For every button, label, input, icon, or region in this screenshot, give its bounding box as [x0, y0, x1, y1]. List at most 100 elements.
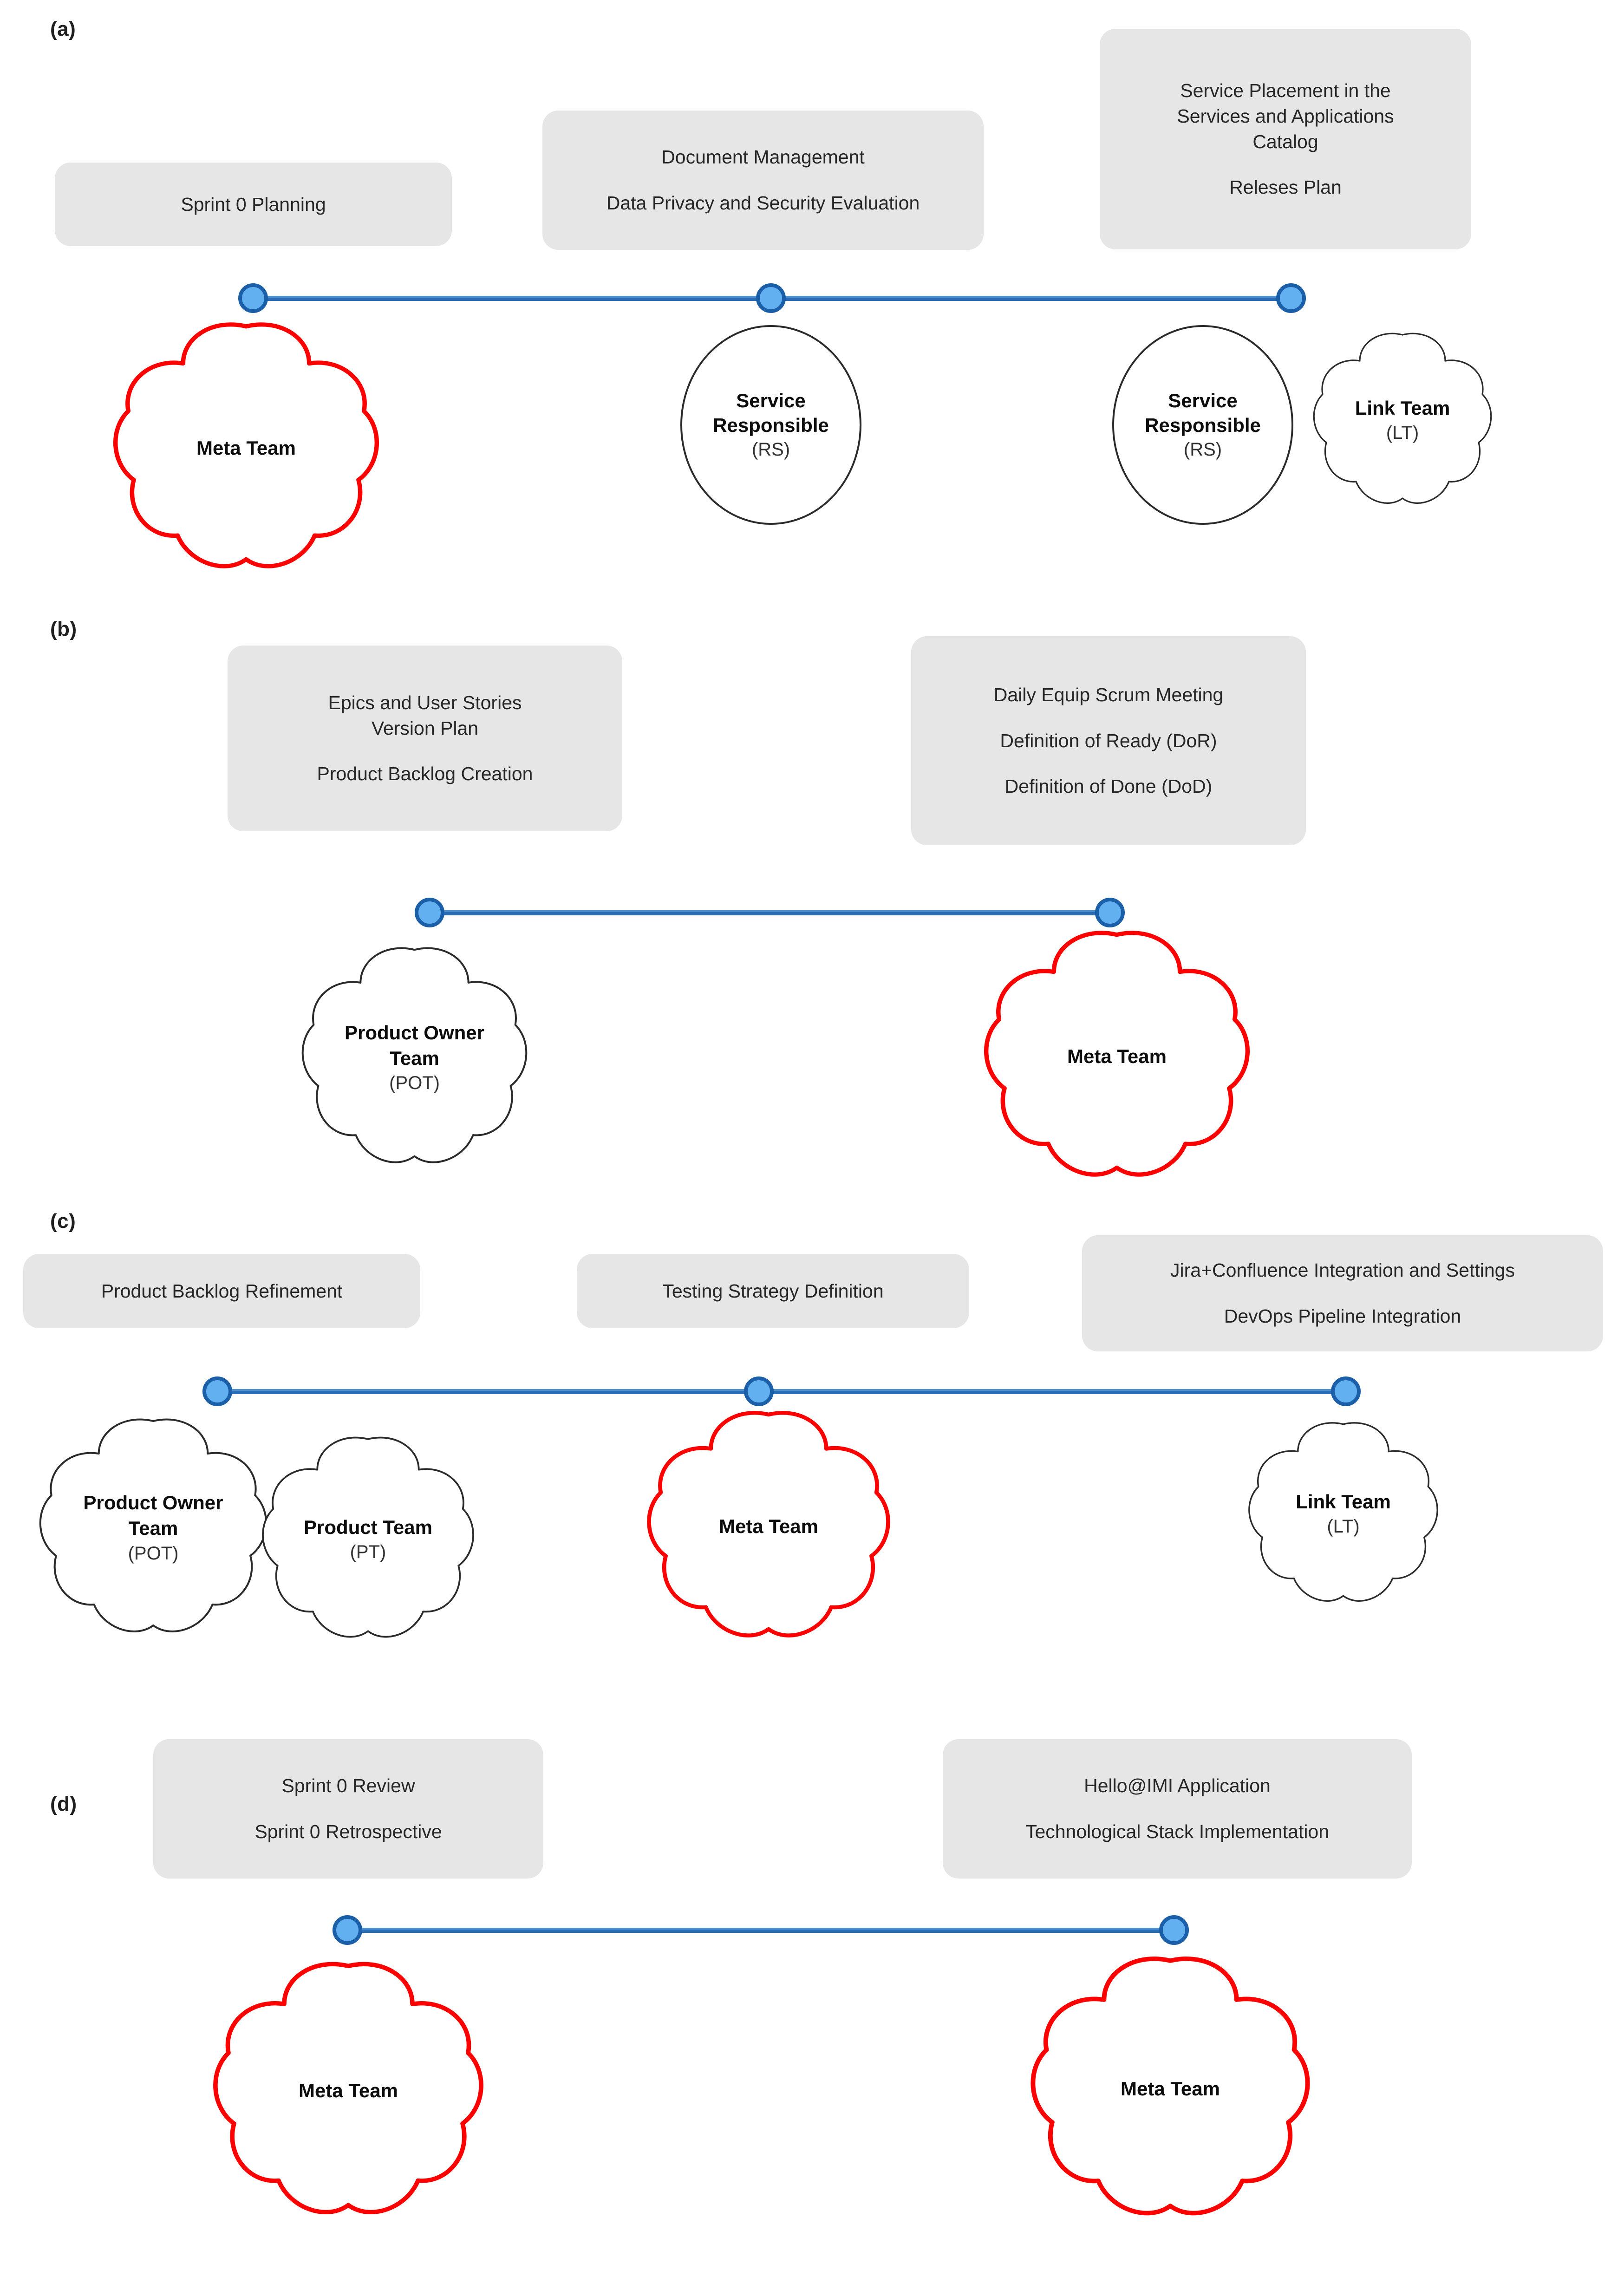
actor-cloud-product-owner-team: Product Owner Team (POT): [297, 940, 532, 1175]
cloud-shape-icon: [647, 1411, 890, 1637]
actor-label: Service Responsible (RS): [682, 388, 860, 462]
panel-c-label: (c): [50, 1210, 76, 1233]
panel-d-label: (d): [50, 1793, 77, 1815]
cloud-shape-icon: [213, 1962, 483, 2214]
cloud-shape-icon: [984, 931, 1250, 1177]
task-box-document-management: Document Management Data Privacy and Sec…: [542, 111, 984, 250]
task-line: Data Privacy and Security Evaluation: [606, 192, 920, 214]
actor-name: Meta Team: [719, 1515, 818, 1538]
actor-name: Service Responsible: [1145, 389, 1261, 437]
cloud-shape-icon: [301, 947, 528, 1163]
task-line: Technological Stack Implementation: [1025, 1821, 1330, 1842]
task-box-sprint0-planning: Sprint 0 Planning: [55, 163, 452, 246]
task-box-service-placement: Service Placement in the Services and Ap…: [1100, 29, 1471, 249]
cloud-shape-icon: [113, 322, 379, 568]
actor-name: Product Owner Team: [83, 1492, 223, 1539]
actor-abbr: (POT): [128, 1543, 179, 1564]
actor-ellipse-service-responsible-2: Service Responsible (RS): [1112, 325, 1293, 525]
task-line: Document Management: [661, 146, 865, 168]
panel-c: (c) Product Backlog Refinement Testing S…: [0, 1184, 1624, 1676]
cloud-shape-icon: [1030, 1957, 1310, 2216]
actor-cloud-meta-team: Meta Team: [980, 924, 1254, 1189]
task-line: Services and Applications: [1177, 105, 1394, 127]
actor-name: Service Responsible: [713, 389, 829, 437]
timeline-node-c-1[interactable]: [202, 1376, 232, 1406]
actor-cloud-meta-team-left: Meta Team: [209, 1955, 488, 2227]
actor-cloud-meta-team: Meta Team: [643, 1405, 894, 1649]
timeline-track-b: [430, 910, 1110, 915]
timeline-node-d-2[interactable]: [1159, 1915, 1189, 1945]
cloud-shape-icon: [262, 1436, 474, 1638]
actor-name: Product Owner Team: [344, 1021, 485, 1069]
task-line: Epics and User Stories: [328, 692, 522, 714]
task-box-daily-scrum: Daily Equip Scrum Meeting Definition of …: [911, 636, 1306, 845]
actor-abbr: (PT): [350, 1542, 386, 1563]
actor-abbr: (RS): [1183, 439, 1222, 460]
actor-label: Meta Team: [1121, 2076, 1220, 2102]
actor-label: Meta Team: [299, 2078, 398, 2104]
actor-ellipse-service-responsible-1: Service Responsible (RS): [680, 325, 861, 525]
timeline-node-a-3[interactable]: [1276, 283, 1306, 313]
task-box-hello-imi: Hello@IMI Application Technological Stac…: [943, 1739, 1412, 1879]
task-line: Definition of Ready (DoR): [1000, 730, 1217, 751]
actor-label: Meta Team: [1067, 1044, 1167, 1070]
task-box-epics-user-stories: Epics and User Stories Version Plan Prod…: [228, 646, 622, 831]
task-box-testing-strategy: Testing Strategy Definition: [577, 1254, 969, 1328]
actor-label: Product Owner Team (POT): [74, 1490, 232, 1565]
task-line: Releses Plan: [1229, 176, 1342, 198]
panel-d: (d) Sprint 0 Review Sprint 0 Retrospecti…: [0, 1676, 1624, 2270]
task-line: Sprint 0 Retrospective: [254, 1821, 442, 1842]
actor-name: Product Team: [304, 1516, 432, 1538]
actor-cloud-link-team: Link Team (LT): [1310, 327, 1495, 513]
actor-cloud-link-team: Link Team (LT): [1245, 1416, 1442, 1611]
timeline-node-b-2[interactable]: [1095, 898, 1125, 927]
task-line: Definition of Done (DoD): [1004, 776, 1213, 797]
actor-cloud-meta-team: Meta Team: [109, 316, 383, 581]
actor-label: Meta Team: [719, 1514, 818, 1539]
task-line: Testing Strategy Definition: [662, 1280, 884, 1302]
timeline-node-b-1[interactable]: [415, 898, 444, 927]
actor-abbr: (LT): [1327, 1516, 1360, 1537]
task-line: Catalog: [1252, 130, 1318, 152]
actor-cloud-meta-team-right: Meta Team: [1026, 1950, 1314, 2228]
task-box-backlog-refinement: Product Backlog Refinement: [23, 1254, 420, 1328]
actor-abbr: (LT): [1386, 423, 1419, 444]
cloud-shape-icon: [1248, 1422, 1438, 1602]
task-box-jira-confluence: Jira+Confluence Integration and Settings…: [1082, 1235, 1603, 1351]
cloud-shape-icon: [1313, 333, 1492, 504]
timeline-track-c: [217, 1389, 1346, 1394]
actor-name: Link Team: [1355, 397, 1450, 419]
task-line: Version Plan: [371, 717, 479, 739]
task-line: Product Backlog Refinement: [101, 1280, 343, 1302]
timeline-node-a-2[interactable]: [756, 283, 786, 313]
actor-cloud-product-owner-team: Product Owner Team (POT): [35, 1412, 272, 1644]
timeline-node-c-2[interactable]: [744, 1376, 774, 1406]
task-box-sprint0-review: Sprint 0 Review Sprint 0 Retrospective: [153, 1739, 543, 1879]
actor-abbr: (RS): [751, 439, 790, 460]
panel-b: (b) Epics and User Stories Version Plan …: [0, 604, 1624, 1184]
actor-label: Service Responsible (RS): [1114, 388, 1291, 462]
timeline-node-c-3[interactable]: [1331, 1376, 1361, 1406]
actor-name: Meta Team: [1121, 2077, 1220, 2100]
actor-label: Link Team (LT): [1296, 1489, 1391, 1539]
actor-name: Meta Team: [1067, 1045, 1167, 1067]
timeline-track-d: [347, 1928, 1174, 1933]
timeline-node-d-1[interactable]: [333, 1915, 362, 1945]
task-line: Sprint 0 Review: [281, 1775, 415, 1797]
task-line: Product Backlog Creation: [317, 763, 533, 785]
cloud-shape-icon: [39, 1418, 267, 1632]
panel-a-label: (a): [50, 18, 76, 40]
task-line: DevOps Pipeline Integration: [1224, 1305, 1461, 1327]
panel-a: (a) Sprint 0 Planning Document Managemen…: [0, 0, 1624, 604]
task-line: Sprint 0 Planning: [181, 193, 326, 215]
actor-name: Link Team: [1296, 1490, 1391, 1513]
actor-name: Meta Team: [299, 2080, 398, 2102]
actor-label: Product Team (PT): [292, 1515, 445, 1565]
task-line: Daily Equip Scrum Meeting: [993, 684, 1224, 706]
actor-label: Link Team (LT): [1355, 396, 1450, 445]
actor-name: Meta Team: [196, 437, 296, 459]
task-line: Service Placement in the: [1180, 80, 1391, 102]
actor-cloud-product-team: Product Team (PT): [258, 1430, 478, 1649]
actor-label: Meta Team: [196, 436, 296, 461]
timeline-node-a-1[interactable]: [238, 283, 268, 313]
